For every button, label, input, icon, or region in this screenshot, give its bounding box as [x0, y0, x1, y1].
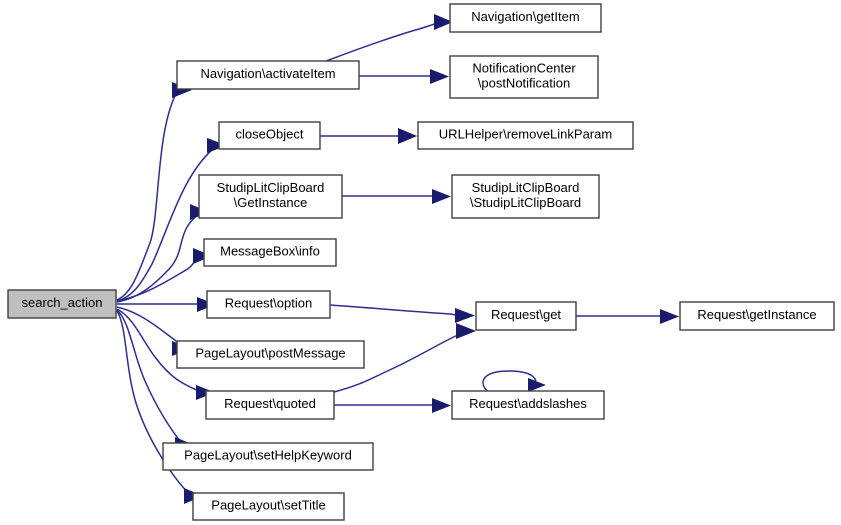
graph-node-closeobject[interactable]: closeObject	[218, 121, 321, 150]
call-edge	[116, 309, 194, 453]
node-label: StudipLitClipBoard\GetInstance	[217, 180, 325, 210]
call-edge	[116, 310, 203, 504]
graph-node-studipclipboard-ctor[interactable]: StudipLitClipBoard\StudipLitClipBoard	[451, 174, 600, 219]
edge-line	[116, 148, 214, 302]
edge-line	[116, 310, 193, 498]
node-label: Request\get	[491, 307, 561, 322]
graph-node-request-getinstance[interactable]: Request\getInstance	[679, 301, 835, 331]
graph-node-request-get[interactable]: Request\get	[475, 301, 577, 331]
node-box[interactable]	[7, 289, 117, 319]
edge-line	[116, 309, 185, 447]
call-edge	[325, 14, 453, 62]
node-box[interactable]	[176, 60, 360, 90]
node-label: PageLayout\setTitle	[211, 498, 325, 513]
node-label: PageLayout\postMessage	[195, 346, 345, 361]
graph-node-studipclipboard-getinstance[interactable]: StudipLitClipBoard\GetInstance	[198, 174, 343, 219]
node-box[interactable]	[162, 442, 374, 471]
edge-line	[116, 91, 178, 301]
graph-node-request-addslashes[interactable]: Request\addslashes	[451, 390, 605, 420]
node-box[interactable]	[449, 55, 599, 99]
graph-node-pagelayout-postmessage[interactable]: PageLayout\postMessage	[176, 340, 365, 369]
edge-line	[116, 308, 205, 394]
edge-line	[482, 370, 537, 392]
call-edge	[359, 69, 449, 84]
node-box[interactable]	[205, 390, 335, 420]
graph-node-messagebox-info[interactable]: MessageBox\info	[203, 238, 337, 267]
node-box[interactable]	[176, 340, 365, 369]
arrowhead-icon	[207, 138, 227, 153]
node-label: closeObject	[236, 127, 304, 142]
node-label: PageLayout\setHelpKeyword	[184, 448, 352, 463]
arrowhead-icon	[430, 69, 449, 84]
call-edge	[342, 189, 451, 204]
node-label: Request\getInstance	[697, 307, 816, 322]
graph-node-urlhelper-removelinkparam[interactable]: URLHelper\removeLinkParam	[417, 121, 634, 150]
call-edge	[116, 248, 212, 302]
call-edge	[329, 304, 475, 323]
node-box[interactable]	[417, 121, 634, 150]
node-label: MessageBox\info	[220, 244, 320, 259]
node-label: Navigation\getItem	[471, 9, 579, 24]
call-edge	[116, 82, 192, 301]
node-label: Navigation\activateItem	[200, 66, 335, 81]
node-box[interactable]	[451, 390, 605, 420]
arrowhead-icon	[434, 14, 453, 30]
arrowhead-icon	[193, 248, 212, 264]
call-edge	[576, 309, 679, 324]
node-box[interactable]	[449, 3, 602, 33]
node-box[interactable]	[451, 174, 600, 219]
edge-line	[325, 22, 439, 62]
call-edge	[333, 323, 476, 393]
arrowhead-icon	[660, 309, 679, 324]
graph-node-navigation-getitem[interactable]: Navigation\getItem	[449, 3, 602, 33]
node-label: URLHelper\removeLinkParam	[439, 127, 612, 142]
call-edge	[116, 138, 227, 302]
arrowhead-icon	[432, 398, 451, 413]
arrowhead-icon	[455, 308, 475, 323]
node-box[interactable]	[206, 290, 331, 319]
graph-node-navigation-activateitem[interactable]: Navigation\activateItem	[176, 60, 360, 90]
node-label: search_action	[22, 295, 103, 310]
node-box[interactable]	[218, 121, 321, 150]
graph-node-request-option[interactable]: Request\option	[206, 290, 331, 319]
node-box[interactable]	[198, 174, 343, 219]
call-edge	[117, 297, 216, 312]
call-edge	[320, 128, 417, 144]
node-box[interactable]	[679, 301, 835, 331]
node-box[interactable]	[475, 301, 577, 331]
node-label: Request\option	[225, 296, 312, 311]
graph-node-pagelayout-settitle[interactable]: PageLayout\setTitle	[192, 492, 345, 521]
edge-line	[329, 304, 467, 317]
node-label: NotificationCenter\postNotification	[472, 61, 576, 91]
graph-node-notificationcenter-postnotification[interactable]: NotificationCenter\postNotification	[449, 55, 599, 99]
node-label: StudipLitClipBoard\StudipLitClipBoard	[470, 180, 581, 210]
edge-line	[333, 330, 467, 393]
graph-node-search-action[interactable]: search_action	[7, 289, 117, 319]
call-edge	[334, 398, 451, 413]
node-label: Request\addslashes	[469, 396, 587, 411]
arrowhead-icon	[456, 323, 476, 339]
graph-node-request-quoted[interactable]: Request\quoted	[205, 390, 335, 420]
nodes-layer: search_action Navigation\activateItem Navi…	[7, 3, 835, 521]
node-box[interactable]	[203, 238, 337, 267]
call-edge	[482, 370, 546, 392]
node-box[interactable]	[192, 492, 345, 521]
node-label: Request\quoted	[224, 396, 316, 411]
arrowhead-icon	[528, 378, 546, 392]
arrowhead-icon	[432, 189, 451, 204]
graph-node-pagelayout-sethelpkeyword[interactable]: PageLayout\setHelpKeyword	[162, 442, 374, 471]
arrowhead-icon	[398, 128, 417, 144]
